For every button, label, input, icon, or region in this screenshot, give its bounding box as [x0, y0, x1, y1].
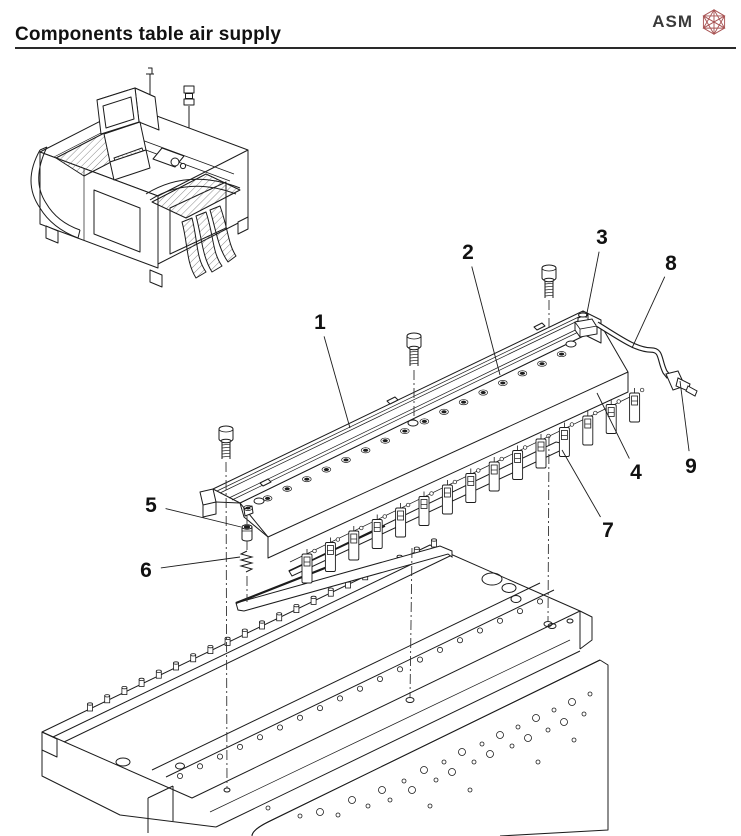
page-title: Components table air supply [15, 24, 282, 45]
air-hose-part-8 [595, 321, 672, 379]
callout-label-8: 8 [665, 252, 677, 275]
valve-clip-row [301, 387, 645, 584]
title-underline [15, 47, 736, 49]
callout-leader-3 [585, 251, 600, 319]
rail-hole-row [243, 351, 567, 511]
intermediate-plate [235, 545, 453, 612]
bolt-left [218, 425, 234, 460]
base-front-holes [265, 691, 593, 819]
rail-assembly [199, 310, 635, 563]
callout-leader-1 [323, 336, 351, 429]
brand-logo: ASM [652, 6, 729, 38]
callout-label-3: 3 [596, 226, 608, 249]
machine-illustration [30, 67, 249, 288]
callout-layer: 1 2 3 8 4 9 7 5 6 [140, 226, 697, 582]
callout-leader-7 [561, 449, 601, 518]
callout-leader-8 [631, 276, 666, 349]
bolt-right [541, 264, 557, 299]
centerlines [225, 300, 550, 789]
callout-label-2: 2 [462, 241, 474, 264]
spring-part-6 [239, 550, 254, 573]
callout-label-4: 4 [630, 461, 642, 484]
callout-leader-5 [165, 508, 242, 528]
callout-leader-2 [471, 266, 501, 376]
asm-hexagon-logo-icon [702, 8, 726, 36]
bolt-middle [406, 332, 422, 367]
base-table [41, 544, 609, 836]
callout-leader-6 [160, 556, 241, 569]
base-hole-row [176, 598, 544, 780]
brand-text: ASM [652, 12, 693, 31]
callout-label-1: 1 [314, 311, 326, 334]
callout-label-5: 5 [145, 494, 157, 517]
callout-label-6: 6 [140, 559, 152, 582]
callout-label-9: 9 [685, 455, 697, 478]
plug-part-5 [241, 524, 253, 542]
callout-leader-4 [596, 392, 630, 459]
callout-leader-9 [679, 380, 690, 452]
callout-label-7: 7 [602, 519, 614, 542]
air-fitting-part-3 [574, 312, 598, 338]
